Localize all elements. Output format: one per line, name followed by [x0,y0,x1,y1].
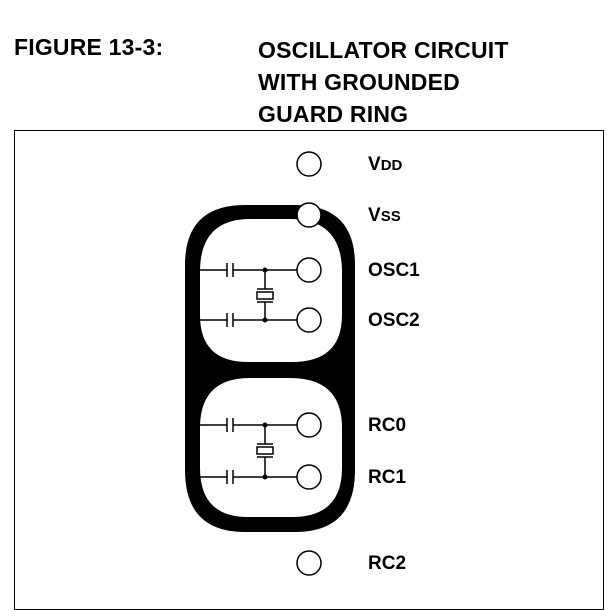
pad-vss [296,202,322,228]
pin-label-rc1: RC1 [368,467,406,488]
pad-rc1 [296,464,322,490]
osc-circuit [200,263,297,327]
rc-circuit [200,418,297,484]
pad-rc0 [296,412,322,438]
pad-osc1 [296,257,322,283]
pad-rc2 [296,550,322,576]
pin-label-rc2: RC2 [368,553,406,574]
pin-label-osc2: OSC2 [368,310,420,331]
pin-label-rc0: RC0 [368,415,406,436]
figure-title-line-3: GUARD RING [258,101,409,127]
guard-ring-outline [185,205,355,532]
guard-ring [185,205,355,532]
figure-title: OSCILLATOR CIRCUIT WITH GROUNDED GUARD R… [258,34,509,130]
rc-junctions [262,422,268,480]
pad-osc2 [296,307,322,333]
figure-title-line-2: WITH GROUNDED [258,69,460,95]
pin-label-vss: VSS [368,205,401,226]
figure-number: FIGURE 13-3: [14,34,164,60]
pin-label-osc1: OSC1 [368,260,420,281]
osc-junctions [262,267,268,323]
pad-vdd [296,151,322,177]
oscillator-circuit-diagram: VDD VSS OSC1 OSC2 RC0 RC1 RC2 [185,151,420,576]
pads [296,151,322,576]
pin-label-vdd: VDD [368,154,403,175]
figure-title-line-1: OSCILLATOR CIRCUIT [258,37,509,63]
